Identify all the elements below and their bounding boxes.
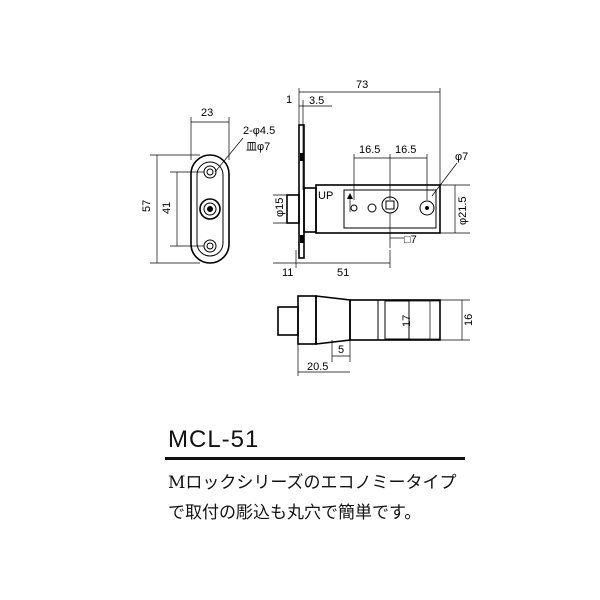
dim-overall-length: 73: [356, 79, 368, 91]
hole-note-2: 皿φ7: [246, 141, 270, 153]
screw-hole-bottom: [203, 239, 217, 253]
dim-hole-dia: φ7: [455, 151, 468, 163]
dim-pitch-a: 16.5: [359, 144, 380, 156]
screw-hole-top: [203, 165, 217, 179]
dim-pitch-b: 16.5: [395, 144, 416, 156]
dim-plate-height: 57: [141, 200, 153, 212]
dim-backset-b: 51: [337, 267, 349, 279]
bottom-view: 17 16 5 20.5: [277, 295, 475, 376]
side-latch-bolt: [286, 194, 300, 224]
dim-bolt-dia: φ15: [274, 198, 286, 217]
dim-hole-pitch: 41: [161, 202, 173, 214]
title-underline: [165, 457, 465, 460]
side-view: 73 1 3.5 φ15 16.5 16.5 φ7 UP: [273, 79, 470, 279]
dim-16: 16: [463, 314, 475, 326]
dim-5: 5: [338, 344, 344, 356]
dim-backset-a: 11: [282, 267, 293, 279]
case-hole-2: [367, 203, 377, 213]
case-hole-3: [419, 200, 435, 216]
face-plate: [190, 154, 230, 264]
case-hole-1: [350, 204, 358, 212]
dim-20-5: 20.5: [307, 361, 328, 373]
dim-offset: 3.5: [309, 95, 324, 107]
dim-17: 17: [401, 315, 413, 327]
dim-plate-width: 23: [201, 107, 213, 119]
front-view: 23 2-φ4.5 皿φ7 57 41: [141, 107, 275, 264]
dim-body-dia: φ21.5: [457, 196, 469, 225]
hole-note-1: 2-φ4.5: [243, 125, 275, 137]
up-label: UP: [318, 190, 333, 202]
dim-plate-thickness: 1: [286, 94, 292, 106]
latch-bolt: [199, 198, 221, 220]
dim-square: □7: [404, 234, 417, 246]
bottom-case: [349, 299, 441, 341]
model-number: MCL-51: [168, 426, 260, 453]
product-description: Mロックシリーズのエコノミータイプで取付の彫込も丸穴で簡単です。: [168, 473, 457, 523]
lock-case: [315, 184, 441, 234]
